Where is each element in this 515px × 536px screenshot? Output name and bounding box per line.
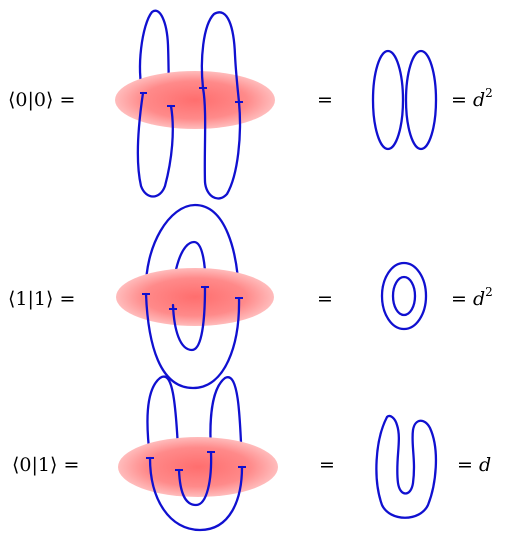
row3-reduced-single-loop <box>375 414 438 519</box>
row2-outer-loop-front <box>144 292 241 390</box>
row1-left-loop-front <box>136 91 174 198</box>
row2-middle-equals: = <box>317 288 333 310</box>
row1-glued-loops <box>115 9 275 200</box>
row2-inner-loop-front <box>171 285 207 352</box>
equation-row-3: ⟨0|1⟩ = = = d <box>12 375 491 532</box>
row3-result: = d <box>457 454 491 476</box>
row2-glued-loops <box>116 203 274 390</box>
row3-crossing-ticks <box>146 451 246 471</box>
row2-pink-surface <box>116 268 274 326</box>
row3-right-loop-back <box>209 376 244 469</box>
row2-result: = d2 <box>451 285 493 310</box>
row3-middle-equals: = <box>319 454 335 476</box>
row2-crossing-ticks <box>142 286 243 310</box>
row3-lhs-label: ⟨0|1⟩ = <box>12 454 79 476</box>
row1-result: = d2 <box>451 86 493 111</box>
row1-middle-equals: = <box>317 89 333 111</box>
row1-crossing-ticks <box>140 87 243 107</box>
row3-inner-loop-front <box>177 450 213 507</box>
row2-outer-loop-back <box>144 203 241 300</box>
row3-left-loop-back <box>146 375 181 472</box>
variable-d: d <box>473 89 485 111</box>
row1-pink-surface <box>115 71 275 129</box>
row1-right-loop-front <box>201 86 242 200</box>
row2-lhs-label: ⟨1|1⟩ = <box>8 288 75 310</box>
row3-pink-surface <box>118 437 278 497</box>
row1-lhs-label: ⟨0|0⟩ = <box>8 89 75 111</box>
variable-d: d <box>473 288 485 310</box>
row1-reduced-two-circles <box>371 49 438 151</box>
row2-reduced-nested-circles <box>380 261 428 331</box>
variable-d: d <box>479 454 491 476</box>
row3-outer-loop-front <box>148 456 244 532</box>
equation-row-2: ⟨1|1⟩ = = = d2 <box>8 203 493 390</box>
row3-glued-loops <box>118 375 278 532</box>
equation-row-1: ⟨0|0⟩ = = = d2 <box>8 9 493 200</box>
row1-right-loop-back <box>200 11 241 104</box>
